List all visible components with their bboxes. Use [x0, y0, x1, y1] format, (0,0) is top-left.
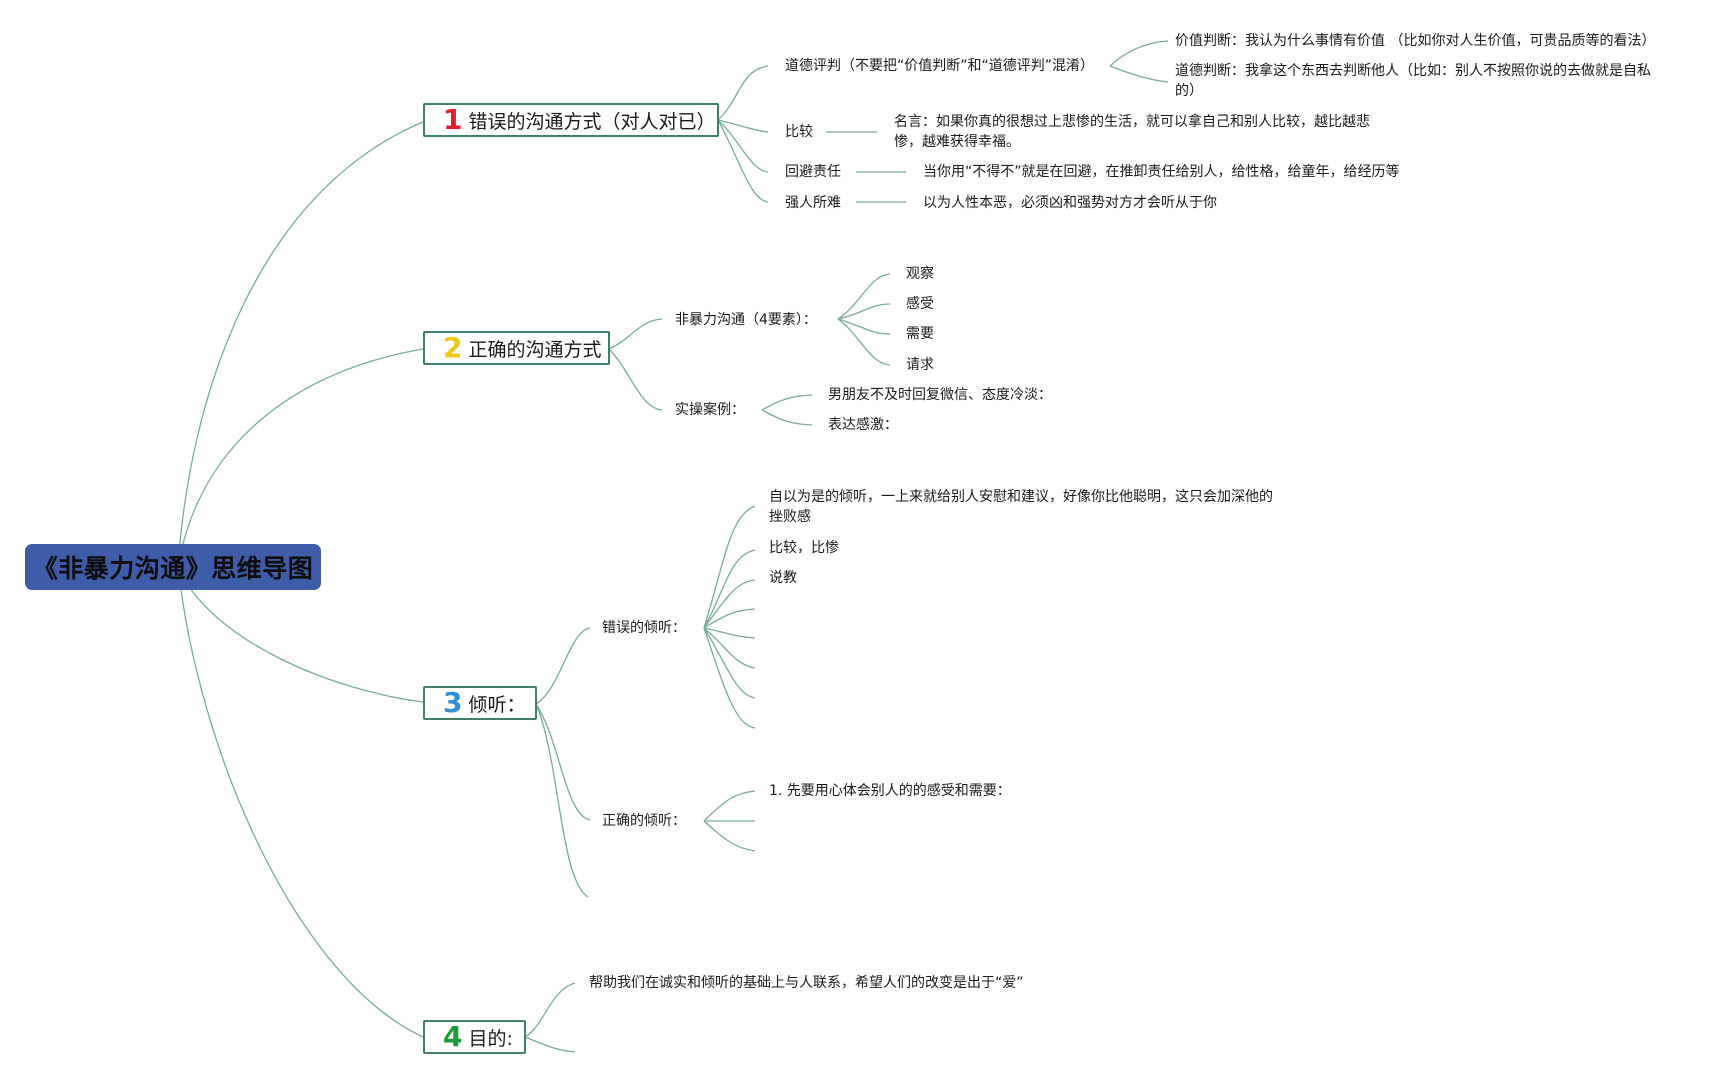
number-3-icon: 3: [443, 686, 463, 719]
moral-judgment-label[interactable]: 道德评判（不要把“价值判断”和“道德评判”混淆）: [785, 58, 1095, 74]
number-1-icon: 1: [443, 103, 463, 136]
nvc-four-elements-label[interactable]: 非暴力沟通（4要素）：: [675, 312, 817, 328]
case-item[interactable]: 表达感激：: [828, 417, 898, 433]
wrong-listening-label[interactable]: 错误的倾听：: [602, 620, 686, 636]
branch-3-label: 倾听：: [468, 693, 526, 716]
root-title[interactable]: 《非暴力沟通》思维导图: [25, 544, 321, 590]
branch-1-label: 错误的沟通方式（对人对已）: [468, 110, 716, 133]
branch-3-node[interactable]: 3 倾听：: [423, 686, 537, 720]
nvc-item[interactable]: 感受: [906, 296, 934, 312]
purpose-item[interactable]: 帮助我们在诚实和倾听的基础上与人联系，希望人们的改变是出于“爱”: [589, 975, 1024, 991]
number-2-icon: 2: [443, 331, 463, 364]
branch-2-label: 正确的沟通方式: [468, 338, 602, 361]
number-4-icon: 4: [443, 1020, 463, 1053]
right-listening-item[interactable]: 1. 先要用心体会别人的的感受和需要：: [769, 783, 1011, 799]
branch-4-label: 目的:: [468, 1027, 513, 1050]
avoid-responsibility-label[interactable]: 回避责任: [785, 164, 841, 180]
right-listening-label[interactable]: 正确的倾听：: [602, 813, 686, 829]
branch-4-node[interactable]: 4 目的:: [423, 1020, 526, 1054]
avoid-responsibility-note[interactable]: 当你用“不得不”就是在回避，在推卸责任给别人，给性格，给童年，给经历等: [923, 164, 1400, 180]
wrong-listening-item[interactable]: 自以为是的倾听，一上来就给别人安慰和建议，好像你比他聪明，这只会加深他的挫败感: [769, 489, 1273, 525]
moral-judgment-note[interactable]: 道德判断：我拿这个东西去判断他人（比如：别人不按照你说的去做就是自私的）: [1175, 63, 1651, 99]
branch-1-node[interactable]: 1 错误的沟通方式（对人对已）: [423, 103, 719, 137]
wrong-listening-item[interactable]: 说教: [769, 570, 797, 586]
force-note[interactable]: 以为人性本恶，必须凶和强势对方才会听从于你: [923, 195, 1217, 211]
nvc-item[interactable]: 观察: [906, 266, 934, 282]
branch-2-node[interactable]: 2 正确的沟通方式: [423, 331, 610, 365]
wrong-listening-item[interactable]: 比较，比惨: [769, 540, 839, 556]
value-judgment-note[interactable]: 价值判断：我认为什么事情有价值 （比如你对人生价值，可贵品质等的看法）: [1175, 33, 1656, 49]
compare-note[interactable]: 名言：如果你真的很想过上悲惨的生活，就可以拿自己和别人比较，越比越悲惨，越难获得…: [894, 114, 1370, 150]
nvc-item[interactable]: 需要: [906, 326, 934, 342]
case-item[interactable]: 男朋友不及时回复微信、态度冷淡：: [828, 387, 1052, 403]
force-label[interactable]: 强人所难: [785, 195, 841, 211]
compare-label[interactable]: 比较: [785, 124, 813, 140]
practice-case-label[interactable]: 实操案例：: [675, 402, 745, 418]
nvc-item[interactable]: 请求: [906, 357, 934, 373]
